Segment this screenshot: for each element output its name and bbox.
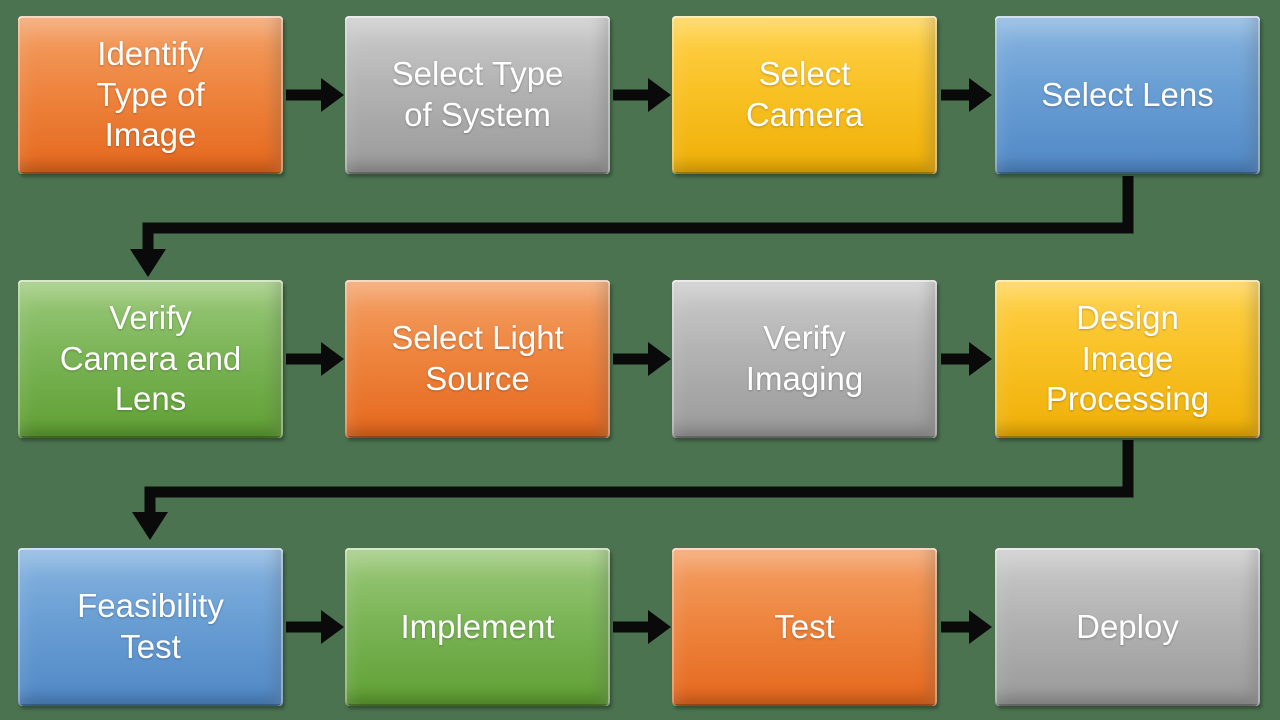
arrow-row2-3 bbox=[941, 342, 992, 376]
node-select-type-of-system[interactable]: Select Type of System bbox=[345, 16, 610, 174]
node-verify-camera-and-lens[interactable]: Verify Camera and Lens bbox=[18, 280, 283, 438]
node-label: Verify Camera and Lens bbox=[59, 298, 242, 418]
node-label: Deploy bbox=[1076, 607, 1179, 645]
node-label: Select Lens bbox=[1041, 75, 1214, 113]
arrow-row1-1 bbox=[286, 78, 344, 112]
arrow-row3-3 bbox=[941, 610, 992, 644]
node-verify-imaging[interactable]: Verify Imaging bbox=[672, 280, 937, 438]
node-select-camera[interactable]: Select Camera bbox=[672, 16, 937, 174]
node-label: Test bbox=[774, 607, 835, 645]
node-feasibility-test[interactable]: Feasibility Test bbox=[18, 548, 283, 706]
node-label: Select Camera bbox=[745, 55, 864, 133]
arrow-row1-2 bbox=[613, 78, 671, 112]
node-test[interactable]: Test bbox=[672, 548, 937, 706]
node-select-lens[interactable]: Select Lens bbox=[995, 16, 1260, 174]
arrow-row2-2 bbox=[613, 342, 671, 376]
node-identify-type-of-image[interactable]: Identify Type of Image bbox=[18, 16, 283, 174]
node-label: Select Type of System bbox=[391, 55, 564, 133]
node-label: Implement bbox=[400, 607, 555, 645]
node-label: Design Image Processing bbox=[1045, 298, 1210, 418]
node-deploy[interactable]: Deploy bbox=[995, 548, 1260, 706]
node-label: Feasibility Test bbox=[77, 587, 224, 665]
node-select-light-source[interactable]: Select Light Source bbox=[345, 280, 610, 438]
node-label: Select Light Source bbox=[391, 319, 564, 397]
node-label: Identify Type of Image bbox=[96, 34, 205, 154]
arrow-row3-2 bbox=[613, 610, 671, 644]
arrow-row3-1 bbox=[286, 610, 344, 644]
arrow-row2-1 bbox=[286, 342, 344, 376]
node-implement[interactable]: Implement bbox=[345, 548, 610, 706]
arrow-elbow-2 bbox=[132, 440, 1134, 540]
arrow-row1-3 bbox=[941, 78, 992, 112]
node-design-image-processing[interactable]: Design Image Processing bbox=[995, 280, 1260, 438]
arrow-elbow-1 bbox=[130, 176, 1134, 277]
node-label: Verify Imaging bbox=[745, 319, 864, 397]
